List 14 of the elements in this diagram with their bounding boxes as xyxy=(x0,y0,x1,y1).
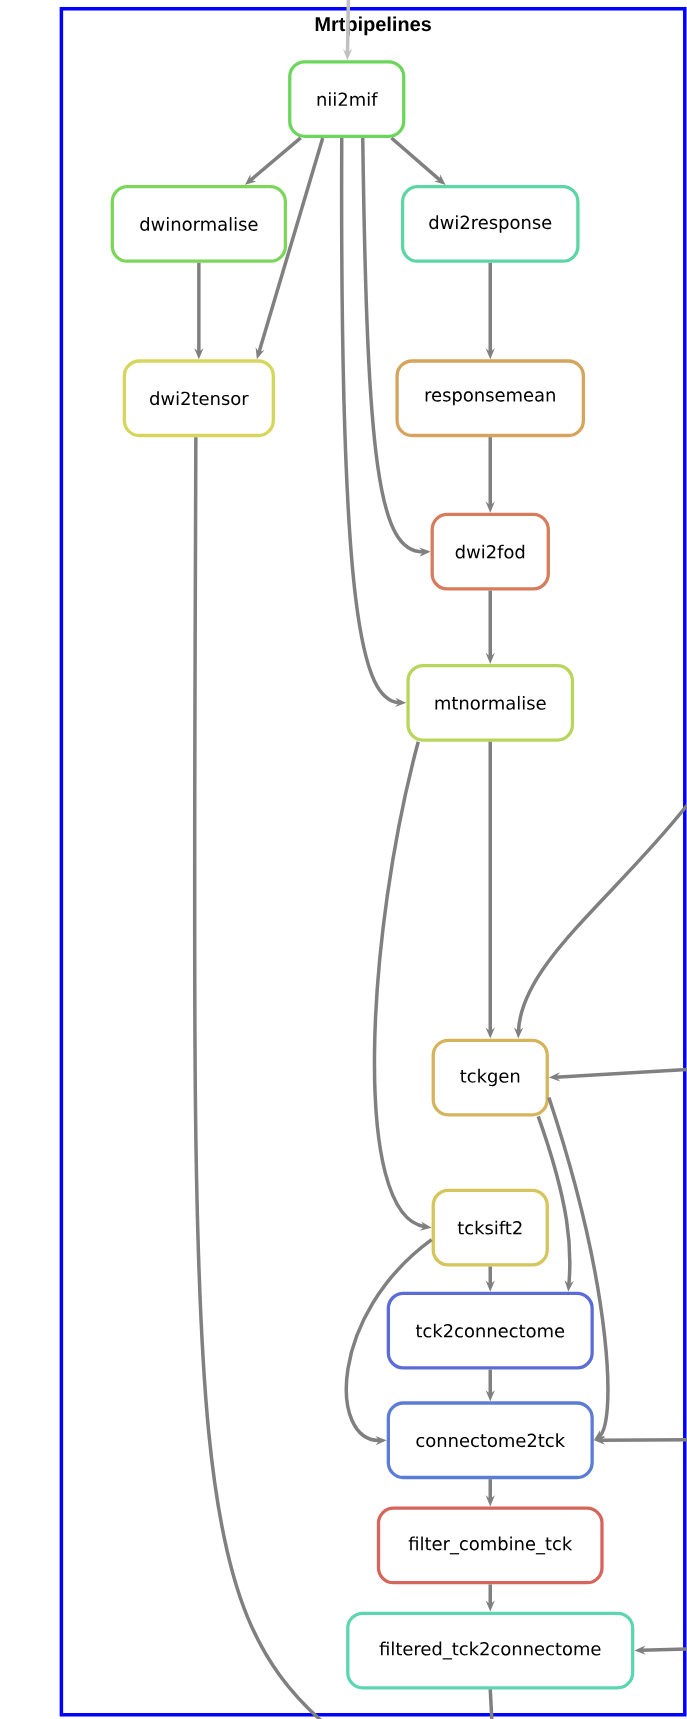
connector-line xyxy=(488,1689,494,1719)
process-box: filter_combine_tck xyxy=(376,1506,604,1585)
process-box: filtered_tck2connectome xyxy=(346,1611,635,1690)
process-box: tckgen xyxy=(431,1038,549,1117)
process-box: dwi2fod xyxy=(430,512,550,591)
process-box: mtnormalise xyxy=(406,663,575,742)
process-box: dwi2tensor xyxy=(122,359,275,438)
process-box: connectome2tck xyxy=(386,1401,594,1480)
process-box: dwinormalise xyxy=(110,185,288,263)
process-box: tck2connectome xyxy=(386,1291,594,1370)
process-box: responsemean xyxy=(395,359,586,438)
process-box: tcksift2 xyxy=(431,1188,549,1267)
process-box: nii2mif xyxy=(288,60,406,138)
process-box: dwi2response xyxy=(400,185,580,263)
